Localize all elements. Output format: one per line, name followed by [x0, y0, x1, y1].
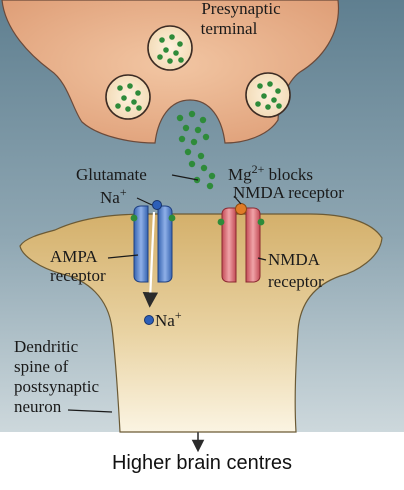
label-ampa-line1: AMPA — [50, 247, 98, 266]
label-na-top: Na+ — [100, 185, 127, 207]
ampa-receptor — [130, 205, 176, 283]
label-ampa-line2: receptor — [50, 266, 106, 285]
label-dendritic-line4: neuron — [14, 397, 62, 416]
label-nmda-line2: receptor — [268, 272, 324, 291]
synaptic-vesicle — [105, 74, 151, 120]
label-glutamate: Glutamate — [76, 165, 147, 184]
synaptic-vesicle — [147, 25, 193, 71]
postsynaptic-spine — [19, 213, 383, 433]
nmda-receptor — [217, 207, 265, 283]
synaptic-vesicle — [245, 72, 291, 118]
label-dendritic-line2: spine of — [14, 357, 69, 376]
na-ion-top — [152, 200, 162, 210]
caption-higher-brain-centres: Higher brain centres — [111, 452, 293, 474]
mg-ion — [235, 203, 247, 215]
label-presynaptic-line2: terminal — [201, 19, 258, 38]
label-dendritic-line3: postsynaptic — [14, 377, 99, 396]
label-dendritic-line1: Dendritic — [14, 337, 79, 356]
label-na-bottom: Na+ — [155, 308, 182, 330]
label-nmda-line1: NMDA — [268, 250, 321, 269]
label-presynaptic-line1: Presynaptic — [201, 0, 281, 18]
leader-lines — [67, 174, 267, 413]
na-ion-bottom — [144, 315, 154, 325]
label-nmda-receptor-top: NMDA receptor — [233, 183, 344, 202]
label-mg-blocks: Mg2+ blocks — [228, 162, 313, 184]
na-flow-arrow — [142, 211, 159, 308]
